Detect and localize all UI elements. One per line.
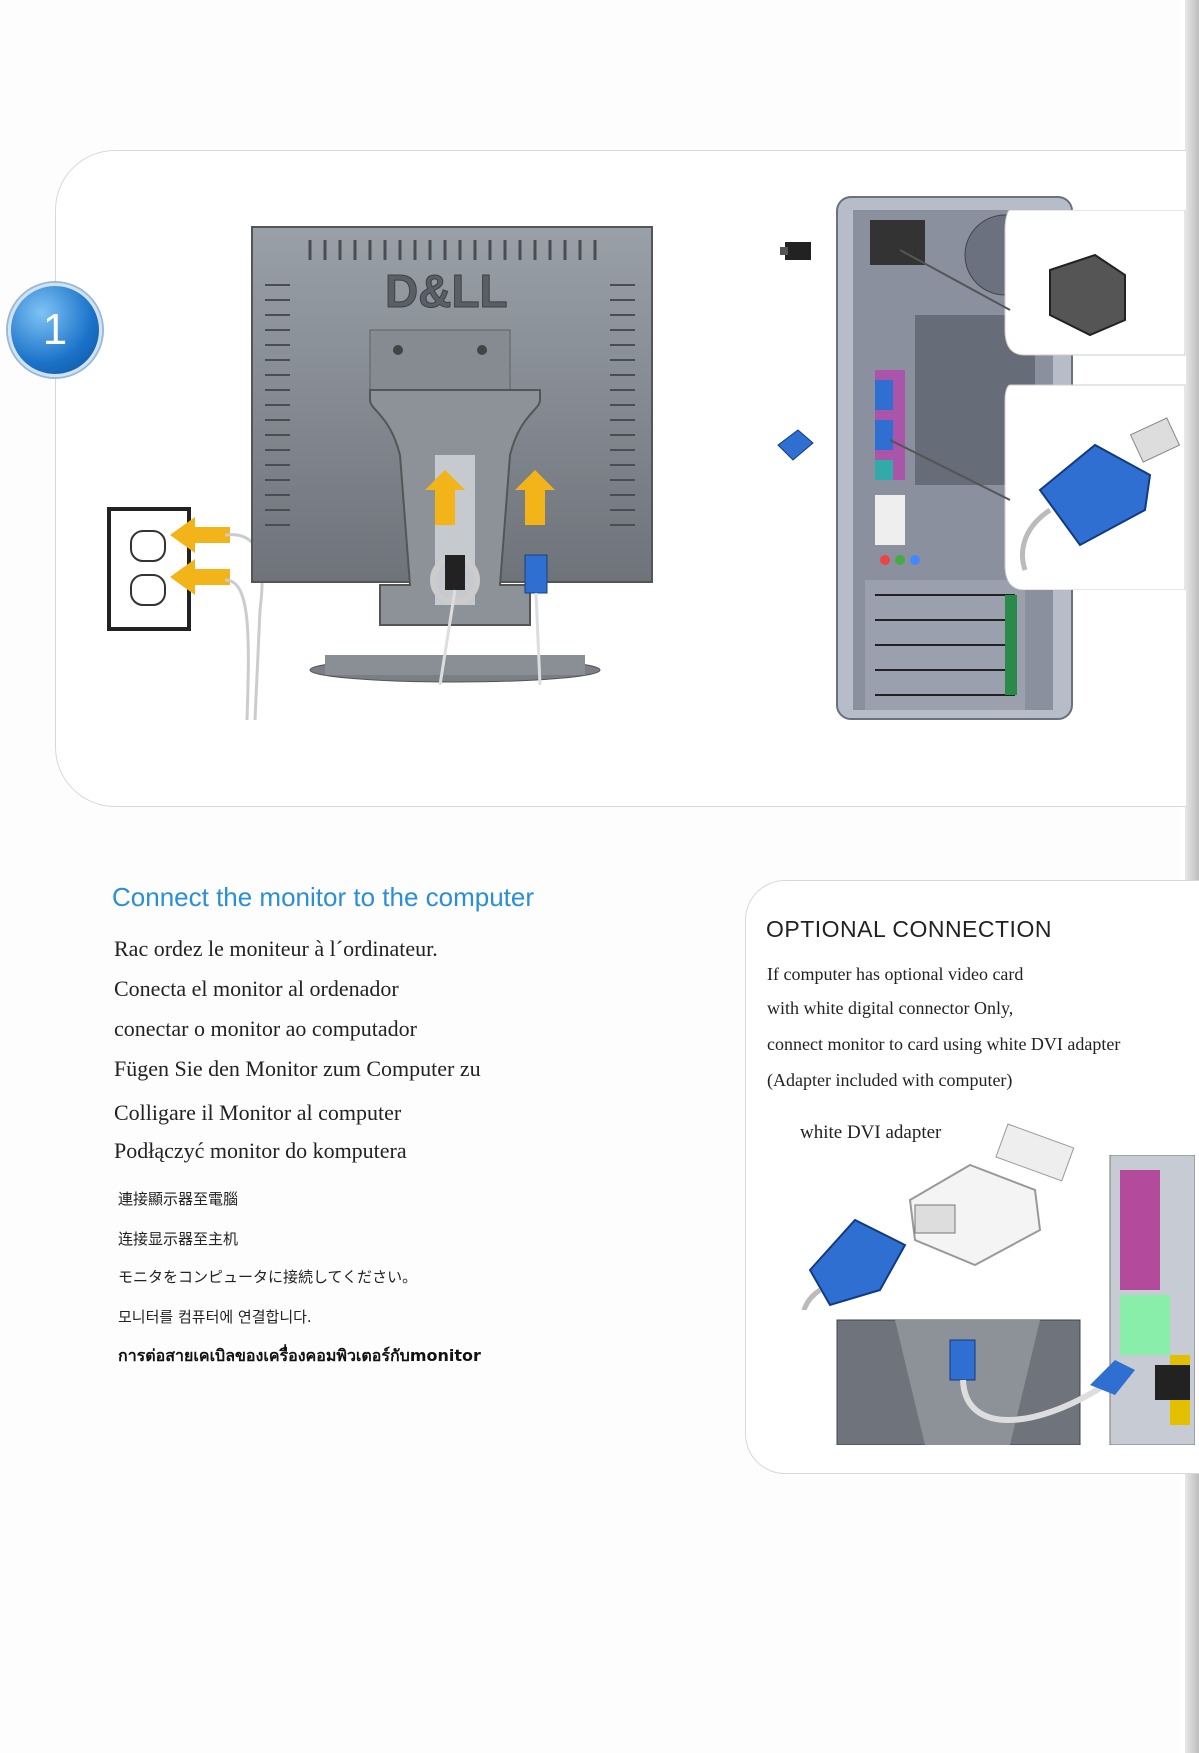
monitor-back-illustration: D&LL [251,226,653,685]
outlet-arrows-icon [170,517,230,595]
vga-connector-icon [777,429,814,461]
optional-connection-illustration [836,1155,1195,1445]
optional-line-3: connect monitor to card using white DVI … [767,1034,1121,1054]
dvi-adapter-label: white DVI adapter [800,1122,942,1143]
instruction-korean: 모니터를 컴퓨터에 연결합니다. [118,1308,312,1326]
instruction-chinese-traditional: 連接顯示器至電腦 [118,1190,239,1208]
dvi-adapter-illustration [801,1123,1075,1310]
optional-line-4: (Adapter included with computer) [767,1070,1013,1090]
instruction-polish: Podłączyć monitor do komputera [114,1138,407,1163]
monitor-brand-logo: D&LL [385,265,508,317]
instruction-spanish: Conecta el monitor al ordenador [114,976,399,1001]
instructions-heading: Connect the monitor to the computer [112,882,535,912]
instruction-thai: การต่อสายเคเบิลของเครื่องคอมพิวเตอร์กับm… [118,1346,481,1365]
connector-callouts [890,210,1186,590]
instruction-german: Fügen Sie den Monitor zum Computer zu [114,1056,481,1081]
optional-line-2: with white digital connector Only, [767,998,1014,1018]
instruction-japanese: モニタをコンピュータに接続してください。 [118,1268,418,1286]
wall-outlet-icon [107,507,191,631]
optional-connection-title: OPTIONAL CONNECTION [766,916,1052,942]
power-connector-icon [780,242,811,260]
step-number-badge: 1 [8,283,102,377]
instruction-french: Rac ordez le moniteur à l´ordinateur. [114,936,438,961]
instruction-chinese-simplified: 连接显示器至主机 [118,1230,239,1248]
instruction-portuguese: conectar o monitor ao computador [114,1016,418,1041]
optional-line-1: If computer has optional video card [767,964,1024,984]
instruction-italian: Colligare il Monitor al computer [114,1100,402,1125]
